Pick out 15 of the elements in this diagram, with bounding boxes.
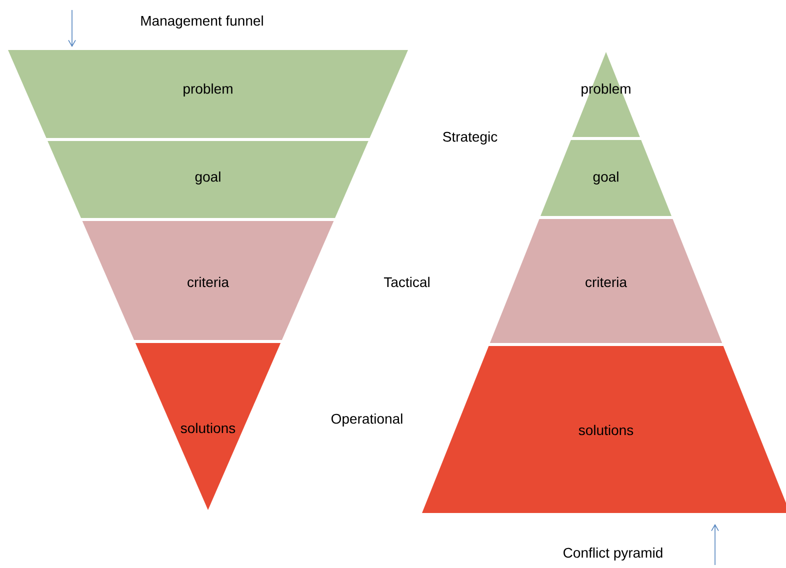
pyramid-band: problem bbox=[572, 52, 640, 137]
funnel-band: goal bbox=[48, 141, 368, 218]
level-label: Management funnel bbox=[141, 15, 263, 29]
level-label: Operational bbox=[331, 413, 402, 427]
pyramid-band: criteria bbox=[490, 219, 722, 343]
arrow bbox=[68, 10, 76, 47]
level-label: Tactical bbox=[384, 276, 430, 288]
pyramid-band: goal bbox=[540, 140, 672, 216]
level-label: Strategic bbox=[443, 131, 498, 145]
funnel-band: solutions bbox=[135, 343, 281, 510]
funnel-band: problem bbox=[8, 50, 408, 138]
arrow bbox=[711, 524, 719, 566]
level-label: Conflict pyramid bbox=[564, 547, 662, 561]
funnel-band: criteria bbox=[82, 221, 334, 340]
pyramid-band: solutions bbox=[422, 346, 786, 513]
